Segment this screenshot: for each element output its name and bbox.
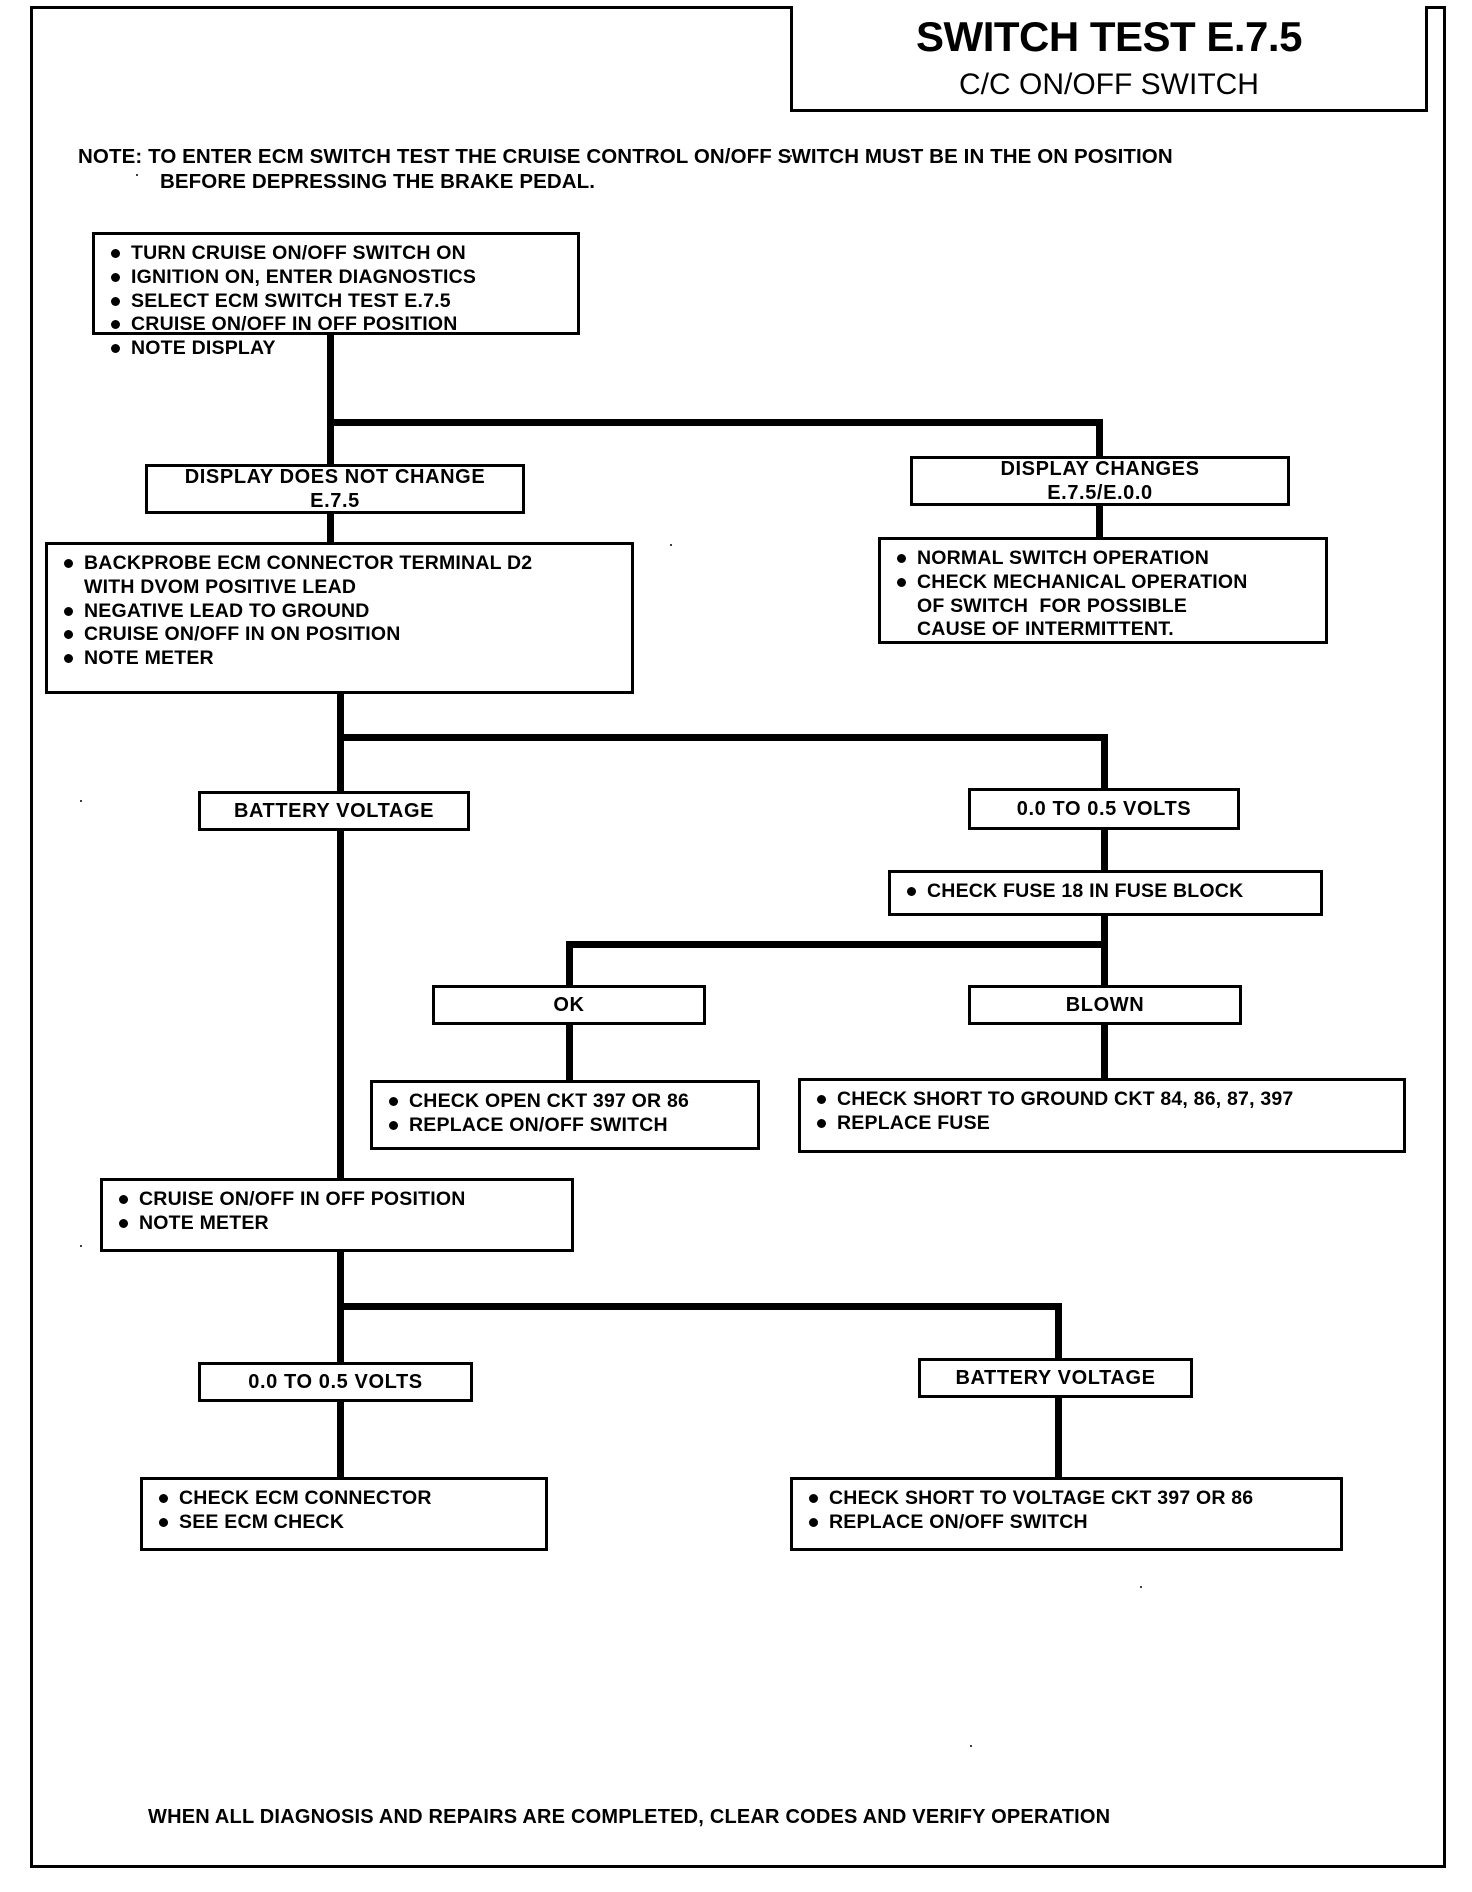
list-item: SELECT ECM SWITCH TEST E.7.5 <box>95 290 577 314</box>
connector-split-2 <box>337 734 1108 741</box>
connector-to-volts-1 <box>1101 734 1108 792</box>
page-border <box>30 6 1446 1868</box>
list-item: CHECK MECHANICAL OPERATION <box>881 571 1325 595</box>
connector-to-ok <box>566 941 573 988</box>
blown-label: BLOWN <box>1065 994 1145 1016</box>
list-item: NOTE METER <box>103 1212 571 1236</box>
list-item: BACKPROBE ECM CONNECTOR TERMINAL D2 <box>48 552 631 576</box>
box-ok: OK <box>432 985 706 1025</box>
connector-changes-down <box>1096 505 1103 538</box>
connector-volts1-down <box>1101 826 1108 872</box>
box-volts-low-2: 0.0 TO 0.5 VOLTS <box>198 1362 473 1402</box>
blown-actions-list: CHECK SHORT TO GROUND CKT 84, 86, 87, 39… <box>801 1081 1403 1143</box>
list-item: NOTE METER <box>48 647 631 671</box>
note-line-2: BEFORE DEPRESSING THE BRAKE PEDAL. <box>160 170 596 193</box>
list-item: CHECK OPEN CKT 397 OR 86 <box>373 1090 757 1114</box>
volts-low-2-label: 0.0 TO 0.5 VOLTS <box>248 1371 423 1393</box>
connector-to-battery-2 <box>1055 1303 1062 1360</box>
list-item: IGNITION ON, ENTER DIAGNOSTICS <box>95 266 577 290</box>
title-block: SWITCH TEST E.7.5 C/C ON/OFF SWITCH <box>790 6 1428 112</box>
list-item: CHECK SHORT TO GROUND CKT 84, 86, 87, 39… <box>801 1088 1403 1112</box>
display-no-change-line2: E.7.5 <box>310 490 360 512</box>
connector-cruiseoff-down <box>337 1252 344 1342</box>
list-item: CRUISE ON/OFF IN OFF POSITION <box>103 1188 571 1212</box>
box-cruise-off: CRUISE ON/OFF IN OFF POSITION NOTE METER <box>100 1178 574 1252</box>
connector-to-no-change <box>327 419 334 467</box>
short-to-voltage-list: CHECK SHORT TO VOLTAGE CKT 397 OR 86 REP… <box>793 1480 1340 1542</box>
connector-volts2-down <box>337 1397 344 1482</box>
connector-split-1 <box>327 419 1103 426</box>
footer-note: WHEN ALL DIAGNOSIS AND REPAIRS ARE COMPL… <box>148 1806 1111 1828</box>
list-item-cont: CAUSE OF INTERMITTENT. <box>917 618 1174 641</box>
list-item-cont: OF SWITCH FOR POSSIBLE <box>917 594 1188 617</box>
connector-ok-down <box>566 1022 573 1085</box>
connector-to-battery-1 <box>337 734 344 792</box>
ecm-check-list: CHECK ECM CONNECTOR SEE ECM CHECK <box>143 1480 545 1542</box>
ok-label: OK <box>553 994 585 1016</box>
box-blown: BLOWN <box>968 985 1242 1025</box>
box-check-fuse: CHECK FUSE 18 IN FUSE BLOCK <box>888 870 1323 916</box>
backprobe-list: BACKPROBE ECM CONNECTOR TERMINAL D2 WITH… <box>48 545 631 678</box>
list-item: NEGATIVE LEAD TO GROUND <box>48 600 631 624</box>
box-short-to-voltage: CHECK SHORT TO VOLTAGE CKT 397 OR 86 REP… <box>790 1477 1343 1551</box>
list-item: REPLACE ON/OFF SWITCH <box>373 1114 757 1138</box>
display-no-change-line1: DISPLAY DOES NOT CHANGE <box>184 466 486 488</box>
connector-no-change-down <box>327 513 334 543</box>
list-item: NOTE DISPLAY <box>95 337 577 361</box>
connector-battery2-down <box>1055 1394 1062 1480</box>
check-fuse-list: CHECK FUSE 18 IN FUSE BLOCK <box>891 873 1320 911</box>
box-battery-voltage-2: BATTERY VOLTAGE <box>918 1358 1193 1398</box>
box-battery-voltage-1: BATTERY VOLTAGE <box>198 791 470 831</box>
list-item: REPLACE FUSE <box>801 1112 1403 1136</box>
note-line-1: NOTE: TO ENTER ECM SWITCH TEST THE CRUIS… <box>78 145 1173 168</box>
box-blown-actions: CHECK SHORT TO GROUND CKT 84, 86, 87, 39… <box>798 1078 1406 1153</box>
box-ok-actions: CHECK OPEN CKT 397 OR 86 REPLACE ON/OFF … <box>370 1080 760 1150</box>
start-list: TURN CRUISE ON/OFF SWITCH ON IGNITION ON… <box>95 235 577 368</box>
connector-blown-down <box>1101 1022 1108 1082</box>
list-item: TURN CRUISE ON/OFF SWITCH ON <box>95 242 577 266</box>
box-start: TURN CRUISE ON/OFF SWITCH ON IGNITION ON… <box>92 232 580 359</box>
list-item: CHECK SHORT TO VOLTAGE CKT 397 OR 86 <box>793 1487 1340 1511</box>
list-item: CHECK FUSE 18 IN FUSE BLOCK <box>891 880 1320 904</box>
list-item: NORMAL SWITCH OPERATION <box>881 547 1325 571</box>
connector-fuse-down <box>1101 913 1108 988</box>
volts-low-1-label: 0.0 TO 0.5 VOLTS <box>1016 798 1192 820</box>
list-item: REPLACE ON/OFF SWITCH <box>793 1511 1340 1535</box>
list-item: CRUISE ON/OFF IN ON POSITION <box>48 623 631 647</box>
list-item-cont: WITH DVOM POSITIVE LEAD <box>84 575 357 598</box>
list-item: CRUISE ON/OFF IN OFF POSITION <box>95 313 577 337</box>
connector-battery1-down <box>337 826 344 1182</box>
box-volts-low-1: 0.0 TO 0.5 VOLTS <box>968 788 1240 830</box>
display-changes-line1: DISPLAY CHANGES <box>1000 458 1200 480</box>
page-subtitle: C/C ON/OFF SWITCH <box>959 68 1259 101</box>
box-backprobe: BACKPROBE ECM CONNECTOR TERMINAL D2 WITH… <box>45 542 634 694</box>
list-item: CHECK ECM CONNECTOR <box>143 1487 545 1511</box>
battery-voltage-2-label: BATTERY VOLTAGE <box>955 1367 1156 1389</box>
list-item: SEE ECM CHECK <box>143 1511 545 1535</box>
connector-to-changes <box>1096 419 1103 457</box>
cruise-off-list: CRUISE ON/OFF IN OFF POSITION NOTE METER <box>103 1181 571 1243</box>
connector-to-volts-2 <box>337 1303 344 1363</box>
display-changes-line2: E.7.5/E.0.0 <box>1047 482 1153 504</box>
normal-operation-list: NORMAL SWITCH OPERATION CHECK MECHANICAL… <box>881 540 1325 649</box>
page-title: SWITCH TEST E.7.5 <box>916 13 1302 60</box>
connector-split-3 <box>566 941 1108 948</box>
battery-voltage-1-label: BATTERY VOLTAGE <box>233 800 435 822</box>
connector-split-4 <box>337 1303 1062 1310</box>
box-normal-operation: NORMAL SWITCH OPERATION CHECK MECHANICAL… <box>878 537 1328 644</box>
box-ecm-check: CHECK ECM CONNECTOR SEE ECM CHECK <box>140 1477 548 1551</box>
ok-actions-list: CHECK OPEN CKT 397 OR 86 REPLACE ON/OFF … <box>373 1083 757 1145</box>
connector-start-down <box>327 335 334 425</box>
